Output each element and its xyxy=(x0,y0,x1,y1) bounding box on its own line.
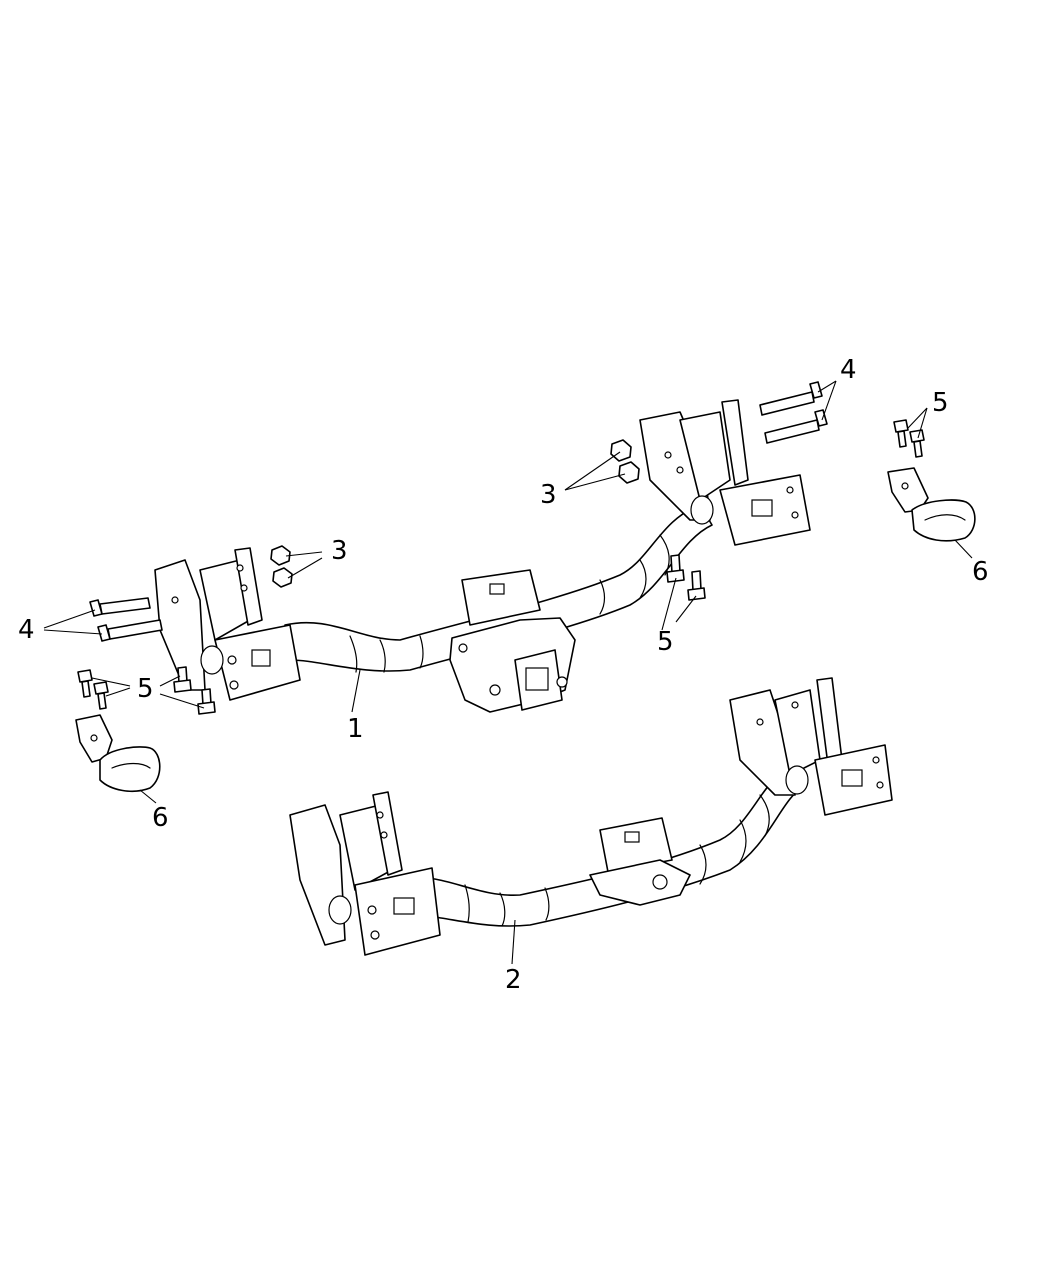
callout-hitch-1: 1 xyxy=(347,714,364,744)
short-bolts-center xyxy=(666,554,706,601)
callout-bolts-center-short: 5 xyxy=(657,627,674,657)
long-bolts-left xyxy=(89,597,163,642)
short-bolts-left xyxy=(77,666,216,715)
flange-nuts-left xyxy=(270,545,293,588)
hitch-assembly-1 xyxy=(154,399,811,713)
hitch-assembly-2 xyxy=(289,677,893,956)
callout-bolts-left-short: 5 xyxy=(137,674,154,704)
callout-hitch-2: 2 xyxy=(505,965,522,995)
callout-nuts-right: 3 xyxy=(540,480,557,510)
tow-hook-left xyxy=(75,714,161,792)
long-bolts-right xyxy=(759,381,828,444)
callout-bolts-left-long: 4 xyxy=(18,615,35,645)
short-bolts-right xyxy=(893,419,925,458)
callout-bolts-right-short: 5 xyxy=(932,388,949,418)
tow-hook-right xyxy=(887,467,976,542)
callout-hook-right: 6 xyxy=(972,557,989,587)
callout-nuts-left: 3 xyxy=(331,536,348,566)
leader-lines xyxy=(43,380,973,965)
callout-hook-left: 6 xyxy=(152,803,169,833)
callout-bolts-right-long: 4 xyxy=(840,355,857,385)
